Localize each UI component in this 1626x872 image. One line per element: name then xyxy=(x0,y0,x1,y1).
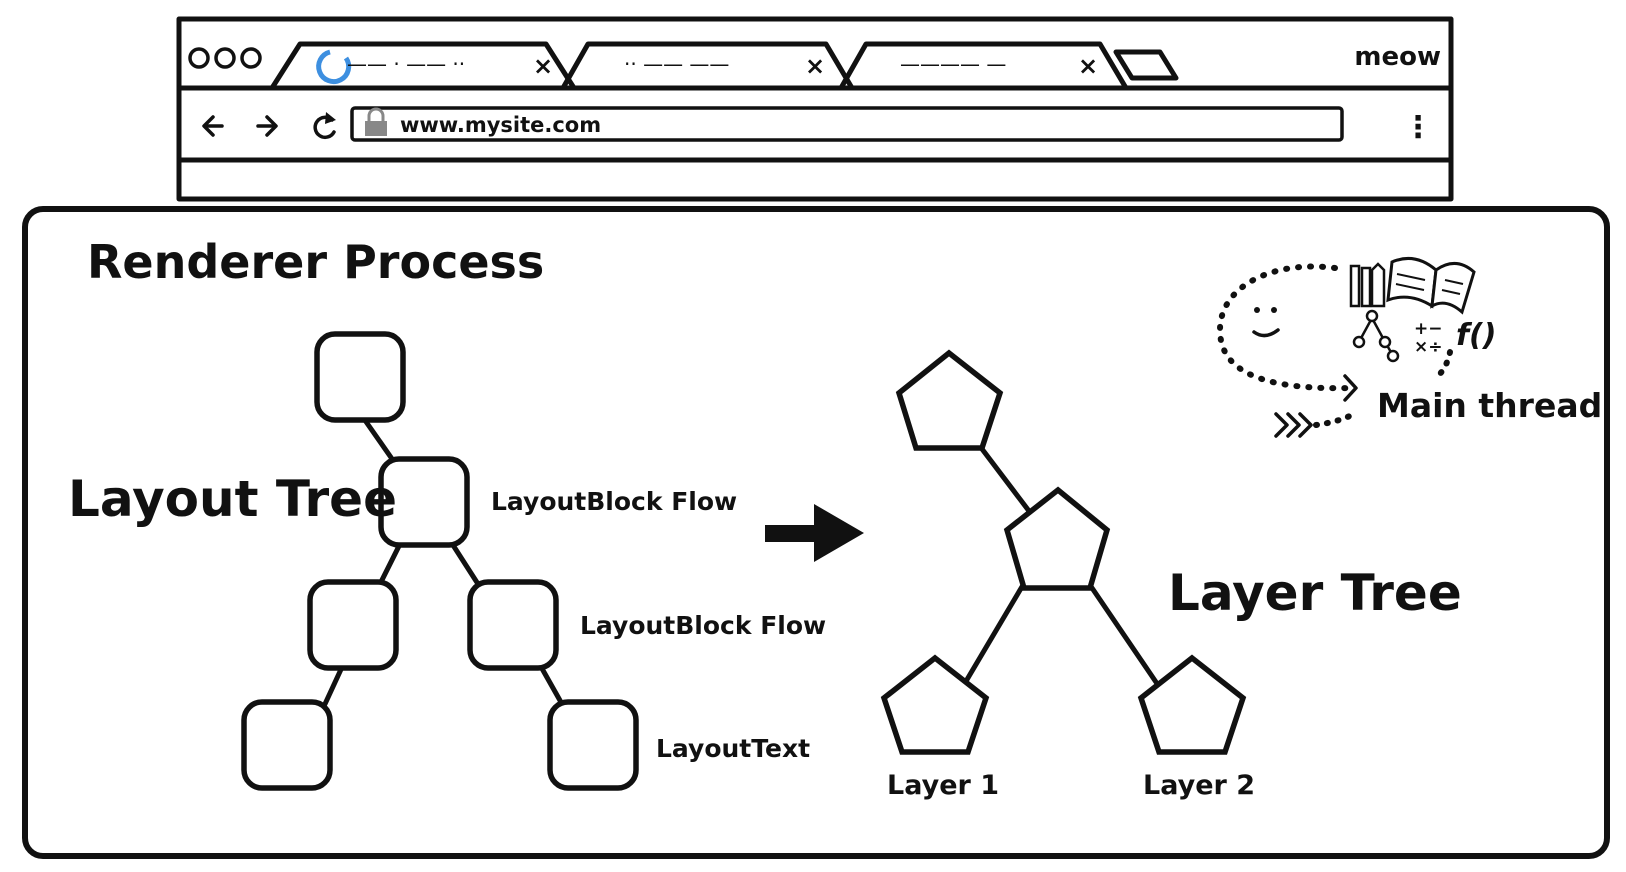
window-title: meow xyxy=(1354,42,1441,72)
layer-tree-title: Layer Tree xyxy=(1168,564,1462,622)
layer-1-label: Layer 1 xyxy=(887,770,999,801)
main-thread-illustration: +− ×÷ f() xyxy=(1216,256,1496,438)
layout-label-text: LayoutText xyxy=(656,734,810,763)
loading-spinner-icon xyxy=(316,49,352,85)
tab-3[interactable]: ———— — × xyxy=(838,41,1129,91)
math-symbols-icon: +− ×÷ xyxy=(1414,319,1443,357)
function-icon: f() xyxy=(1456,318,1496,353)
layout-node-left xyxy=(307,579,399,671)
layout-tree xyxy=(241,331,639,791)
tab-2-close-icon[interactable]: × xyxy=(805,52,825,80)
main-thread-label: Main thread xyxy=(1377,386,1602,425)
reload-icon[interactable] xyxy=(313,112,336,140)
renderer-process-title: Renderer Process xyxy=(87,235,544,289)
thought-loop-icon xyxy=(1216,263,1355,392)
layout-node-block-flow-child xyxy=(467,579,559,671)
open-book-icon xyxy=(1386,256,1476,315)
layer-node-middle xyxy=(1003,486,1111,591)
thread-chevrons-icon xyxy=(1274,411,1357,438)
layout-node-root xyxy=(314,331,406,423)
layout-node-text xyxy=(547,699,639,791)
forward-icon[interactable] xyxy=(256,115,278,137)
new-tab-button[interactable] xyxy=(1113,49,1179,81)
close-window-icon[interactable] xyxy=(188,47,210,69)
tree-diagram-icon xyxy=(1352,309,1400,363)
lock-icon xyxy=(365,107,387,136)
layout-node-leaf-left xyxy=(241,699,333,791)
address-text: www.mysite.com xyxy=(400,113,601,137)
address-bar[interactable]: www.mysite.com xyxy=(350,106,1344,142)
transform-arrow-icon xyxy=(765,504,864,562)
window-controls[interactable] xyxy=(188,47,262,69)
thinking-face-icon xyxy=(1252,307,1280,338)
tab-1[interactable]: —— · —— ·· × xyxy=(269,41,577,91)
tab-3-label: ———— — xyxy=(900,52,1006,76)
browser-menu-icon[interactable]: ⋮ xyxy=(1403,110,1433,145)
pencils-icon xyxy=(1349,262,1386,308)
layer-2-label: Layer 2 xyxy=(1143,770,1255,801)
layer-node-root xyxy=(895,349,1004,451)
layout-label-block-flow-2: LayoutBlock Flow xyxy=(580,611,826,640)
layout-node-block-flow xyxy=(378,456,470,548)
svg-text:×÷: ×÷ xyxy=(1414,337,1443,357)
browser-window: —— · —— ·· × ·· —— —— × ———— — × meow xyxy=(176,16,1454,202)
tab-3-close-icon[interactable]: × xyxy=(1078,52,1098,80)
layout-label-block-flow-1: LayoutBlock Flow xyxy=(491,487,737,516)
layer-node-2 xyxy=(1137,654,1247,755)
layer-node-1 xyxy=(880,654,990,755)
tab-1-label: —— · —— ·· xyxy=(347,52,465,76)
tab-2[interactable]: ·· —— —— × xyxy=(560,41,855,91)
back-icon[interactable] xyxy=(202,115,224,137)
tab-2-label: ·· —— —— xyxy=(624,52,729,76)
svg-text:+−: +− xyxy=(1414,319,1443,339)
layout-tree-title: Layout Tree xyxy=(68,470,397,528)
maximize-window-icon[interactable] xyxy=(240,47,262,69)
minimize-window-icon[interactable] xyxy=(214,47,236,69)
tab-1-close-icon[interactable]: × xyxy=(533,52,553,80)
layer-tree xyxy=(880,349,1247,755)
